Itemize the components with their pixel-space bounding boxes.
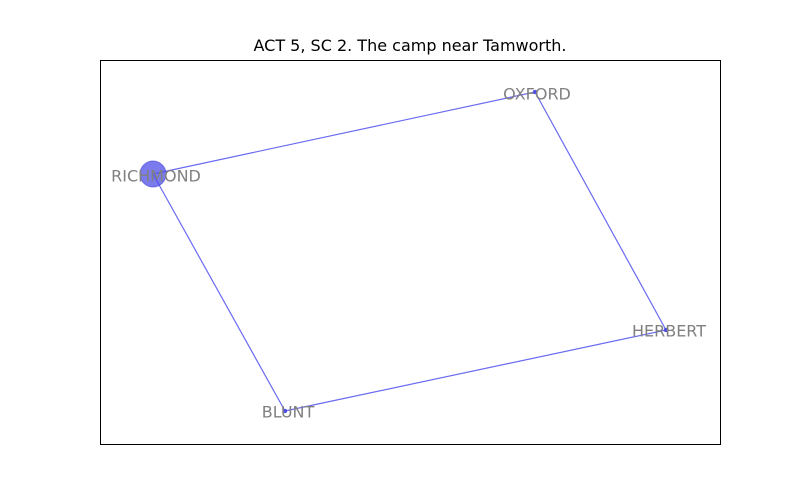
node-oxford [532,89,538,95]
plot-frame [100,60,721,445]
labels-layer: RICHMOND OXFORD HERBERT BLUNT [111,85,706,422]
node-herbert [663,327,669,333]
node-label-blunt: BLUNT [262,403,315,422]
edges-layer [152,91,667,412]
node-blunt [282,408,288,414]
node-richmond [139,160,167,188]
node-label-herbert: HERBERT [632,322,706,341]
edge-blunt-richmond [152,173,286,412]
edge-oxford-herbert [534,91,667,331]
node-label-oxford: OXFORD [503,85,571,104]
edge-herbert-blunt [284,329,667,412]
nodes-layer [139,89,669,414]
node-label-richmond: RICHMOND [111,167,201,186]
chart-title: ACT 5, SC 2. The camp near Tamworth. [253,36,567,55]
edge-richmond-oxford [152,91,536,175]
